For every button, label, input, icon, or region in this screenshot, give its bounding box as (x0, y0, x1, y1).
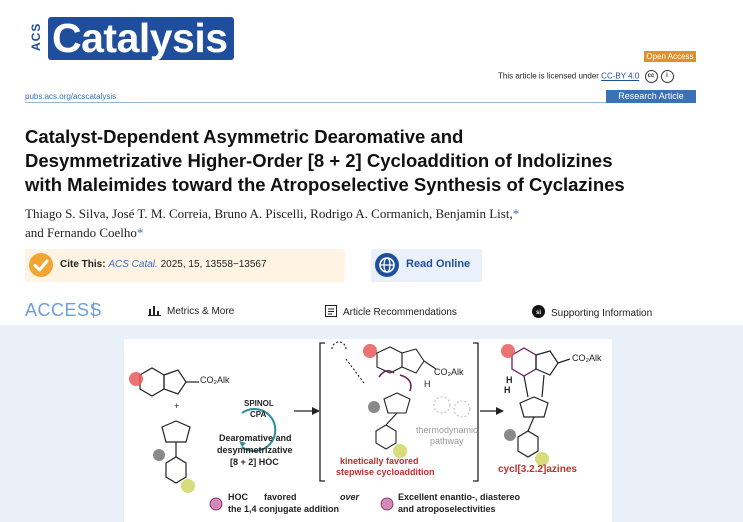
hoc-label: desymmetrizative (217, 445, 293, 455)
citation: Cite This: ACS Catal. 2025, 15, 13558−13… (60, 259, 267, 270)
tab-supporting-info[interactable]: si Supporting Information (532, 305, 652, 319)
catalyst-cycle-arrow (241, 408, 277, 452)
read-online-label[interactable]: Read Online (406, 258, 471, 270)
title-line: Catalyst-Dependent Asymmetric Dearomativ… (25, 126, 464, 147)
kinetic-label: stepwise cycloaddition (336, 467, 435, 477)
journal-logo[interactable]: Catalysis (48, 17, 234, 60)
bullet-text: Excellent enantio-, diastereo (398, 492, 521, 502)
scheme-label: + (174, 401, 180, 411)
cite-journal[interactable]: ACS Catal. (108, 259, 158, 270)
scheme-label: H (424, 379, 431, 389)
scheme-label: H (506, 375, 513, 385)
svg-text:si: si (536, 310, 541, 316)
title-line: Desymmetrizative Higher-Order [8 + 2] Cy… (25, 150, 613, 171)
authors-line: Thiago S. Silva, José T. M. Correia, Bru… (25, 206, 513, 221)
corresponding-mark[interactable]: * (136, 225, 144, 240)
scheme-label: CO₂Alk (434, 367, 464, 377)
hoc-label: Dearomative and (219, 433, 292, 443)
globe-icon (375, 253, 399, 277)
indolizine-structure (139, 367, 199, 397)
license-line: This article is licensed under CC-BY 4.0… (498, 70, 674, 83)
kinetic-label: kinetically favored (340, 456, 419, 466)
bracket-left (319, 342, 325, 482)
acs-logo: ACS (29, 22, 43, 52)
cite-ref: 2025, 15, 13558−13567 (160, 259, 267, 270)
bullet-text: favored (264, 492, 297, 502)
journal-url[interactable]: pubs.acs.org/acscatalysis (25, 92, 117, 101)
license-prefix: This article is licensed under (498, 71, 599, 81)
product-highlight (511, 347, 537, 377)
by-icon: i (660, 70, 674, 83)
header-divider (25, 102, 696, 103)
authors-line: and Fernando Coelho (25, 225, 137, 240)
corresponding-mark[interactable]: * (512, 206, 520, 221)
si-icon: si (532, 305, 545, 318)
tab-metrics[interactable]: Metrics & More (148, 305, 234, 317)
bullet-icon (209, 497, 223, 511)
bar-chart-icon (148, 306, 161, 316)
article-title: Catalyst-Dependent Asymmetric Dearomativ… (25, 125, 725, 197)
tab-label: Article Recommendations (343, 307, 457, 318)
title-line: with Maleimides toward the Atroposelecti… (25, 174, 625, 195)
check-icon (29, 253, 53, 277)
bullet-text: and atroposelectivities (398, 504, 496, 514)
document-icon (325, 305, 337, 317)
thermodynamic-ghost (433, 396, 471, 418)
hoc-label: [8 + 2] HOC (230, 457, 279, 467)
product-label: cycl[3.2.2]azines (498, 464, 577, 475)
cite-box (25, 249, 345, 282)
bullet-icon (380, 497, 394, 511)
red-substituent (129, 372, 143, 386)
reaction-scheme (129, 341, 571, 511)
bracket-right (473, 342, 479, 482)
bullet-text: HOC (228, 492, 248, 502)
article-type-badge: Research Article (606, 90, 696, 103)
tab-label: Metrics & More (167, 306, 235, 317)
thermo-label: pathway (430, 436, 464, 446)
scheme-label: CO₂Alk (572, 353, 602, 363)
thermo-label: thermodynamic (416, 425, 478, 435)
cite-label: Cite This: (60, 259, 106, 270)
catalyst-label: CPA (250, 410, 267, 419)
cc-icon: cc (644, 70, 658, 83)
tab-recommendations[interactable]: Article Recommendations (325, 305, 457, 318)
access-divider (93, 302, 94, 318)
yellow-substituent (181, 479, 195, 493)
license-link[interactable]: CC-BY 4.0 (601, 71, 640, 81)
access-label: ACCESS (25, 300, 103, 320)
scheme-label: CO₂Alk (200, 375, 230, 385)
transition-state-structure (331, 341, 437, 450)
author-list: Thiago S. Silva, José T. M. Correia, Bru… (25, 204, 715, 242)
bullet-text: over (340, 492, 360, 502)
product-structure (517, 350, 571, 458)
open-access-badge: Open Access (644, 51, 696, 62)
maleimide-structure (161, 420, 191, 484)
catalyst-label: SPINOL (244, 399, 274, 408)
bullet-text: the 1,4 conjugate addition (228, 504, 340, 514)
tab-label: Supporting Information (551, 308, 653, 319)
gray-substituent (153, 449, 165, 461)
graphical-abstract: CO₂Alk + SPINOL CPA Dearomative and desy… (124, 339, 612, 522)
scheme-label: H (504, 385, 511, 395)
